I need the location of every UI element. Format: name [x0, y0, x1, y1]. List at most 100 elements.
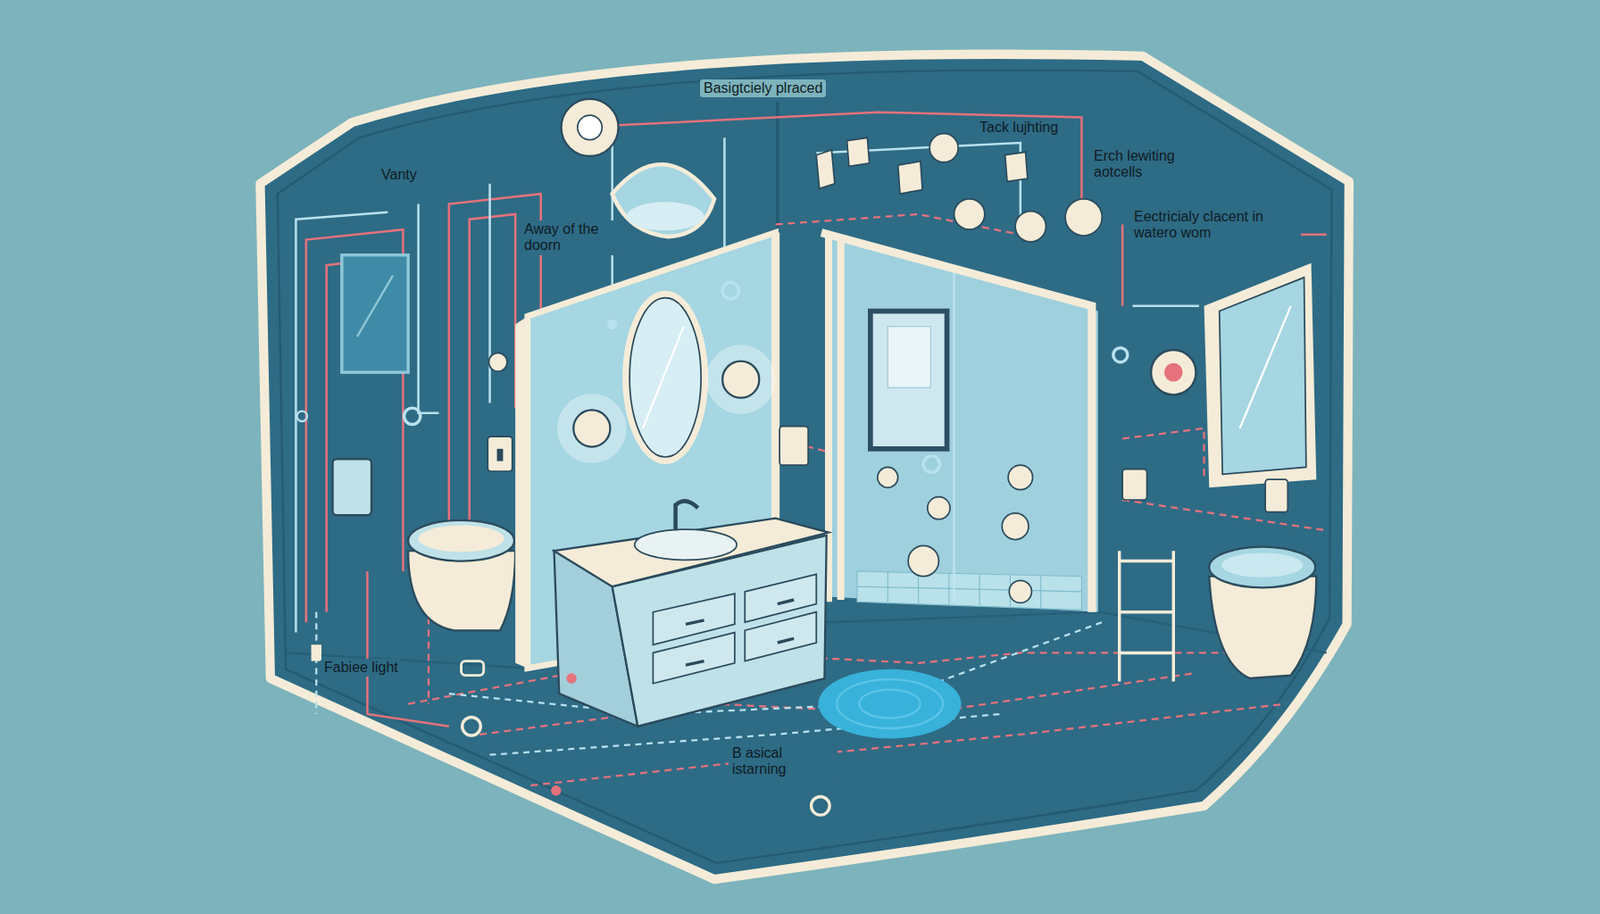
annotation-label: Eectricialy clacent in watero wom: [1130, 208, 1301, 243]
wiring-part-part: [1133, 305, 1200, 309]
right-fixtures-part: [1122, 469, 1147, 500]
vanity-part: [685, 600, 794, 666]
shower-enclosure-part: [927, 497, 950, 520]
ceiling-fixtures-part: [954, 199, 985, 230]
annotation-label: Fabiee light: [320, 658, 402, 677]
switches-left: [297, 352, 513, 472]
mirror-and-sconces: [557, 291, 809, 466]
shower-enclosure-part: [870, 311, 948, 450]
floor-outlets-part: [461, 661, 484, 676]
left-toilet-part: [418, 525, 505, 553]
shelf: [1119, 550, 1175, 682]
wiring-part: [306, 112, 1327, 727]
left-window-part: [341, 255, 409, 373]
ceiling-fixtures-part: [607, 319, 617, 330]
annotation-label: Erch lewiting aotcells: [1090, 147, 1220, 183]
rug-part: [836, 679, 943, 729]
shower-enclosure-part: [923, 456, 940, 473]
ceiling-fixtures-part: [626, 201, 705, 231]
wiring-part-part: [427, 616, 430, 704]
shower-enclosure-part: [908, 545, 939, 576]
floor-outlets-part: [566, 673, 576, 684]
right-toilet-part: [1208, 547, 1316, 589]
switches-left-part: [487, 436, 512, 472]
room-shell-part: [259, 54, 1349, 880]
mirror-and-sconces-part: [557, 393, 627, 464]
right-fixtures-part: [1113, 348, 1128, 363]
rug-part: [818, 669, 962, 740]
floor-outlets-part: [462, 716, 482, 736]
mirror-and-sconces-part: [622, 291, 709, 465]
mirror-and-sconces-part: [573, 409, 610, 447]
rug: [818, 669, 962, 740]
mirror-and-sconces-part: [722, 361, 759, 399]
mirror-and-sconces-part: [779, 426, 809, 466]
annotation-label: B asical istarning: [728, 744, 838, 780]
ceiling-fixtures: [561, 99, 1103, 330]
right-fixtures-part: [1265, 479, 1288, 513]
right-toilet: [1208, 547, 1317, 679]
wiring-part-part: [418, 204, 440, 414]
left-toilet: [333, 458, 517, 631]
mirror-and-sconces-part: [642, 326, 684, 429]
annotation-label: Vanty: [377, 166, 421, 184]
ceiling-fixtures-part: [929, 133, 959, 163]
shower-enclosure-part: [857, 571, 1082, 610]
floor-outlets-part: [550, 785, 561, 796]
left-toilet-part: [408, 520, 515, 562]
rug-part: [858, 690, 921, 719]
wiring: [295, 112, 1326, 786]
floor-outlets: [311, 644, 831, 816]
right-window-part: [1240, 306, 1292, 429]
shower-enclosure-part: [828, 236, 842, 602]
ceiling-fixtures-part: [816, 137, 1028, 194]
right-fixtures-part: [1150, 350, 1196, 395]
mirror-and-sconces-part: [706, 344, 776, 415]
right-window-part: [1204, 263, 1317, 488]
right-window: [1204, 263, 1317, 488]
shower-enclosure-part: [877, 466, 899, 488]
mirror-and-sconces-part: [629, 298, 701, 458]
switches-left-part: [497, 449, 504, 462]
left-toilet-part: [408, 550, 516, 631]
floor-outlets-part: [811, 797, 831, 817]
left-window: [341, 255, 409, 373]
wiring-part-part: [488, 183, 492, 404]
ceiling-fixtures-part: [722, 283, 739, 300]
wiring-part-part: [469, 214, 516, 551]
shower-enclosure-part: [887, 326, 931, 389]
wiring-part-part: [315, 612, 317, 715]
right-fixtures: [1113, 348, 1288, 513]
wiring-part: [408, 214, 1327, 786]
wiring-part-part: [1122, 500, 1327, 531]
right-toilet-part: [1221, 552, 1303, 577]
shelf-part: [1119, 550, 1175, 682]
annotation-label: Away of the doorn: [520, 220, 618, 256]
shower-enclosure-part: [1008, 465, 1033, 490]
vanity-part: [652, 574, 817, 684]
shower-enclosure: [821, 233, 1099, 613]
shower-enclosure-part: [1001, 513, 1029, 541]
room-shell: [259, 54, 1349, 880]
vanity-part: [554, 518, 829, 588]
shower-enclosure-part: [1008, 580, 1032, 603]
vanity: [554, 500, 829, 726]
room-shell-part: [775, 101, 779, 235]
room-shell-part: [277, 70, 1333, 864]
shower-enclosure-part: [821, 233, 1092, 613]
ceiling-fixtures-part: [612, 164, 715, 237]
annotation-label: Tack lujhting: [975, 118, 1062, 137]
right-fixtures-part: [1164, 363, 1184, 383]
right-window-part: [1219, 277, 1307, 475]
ceiling-fixtures-part: [1015, 211, 1046, 242]
annotation-label: Basigtciely plraced: [700, 79, 826, 98]
vanity-part: [634, 529, 737, 560]
floor-outlets-part: [311, 644, 322, 661]
right-toilet-part: [1208, 576, 1317, 679]
left-toilet-part: [333, 458, 372, 516]
ceiling-fixtures-part: [561, 99, 619, 157]
switches-left-part: [297, 411, 308, 422]
shower-enclosure-part: [857, 571, 1082, 609]
